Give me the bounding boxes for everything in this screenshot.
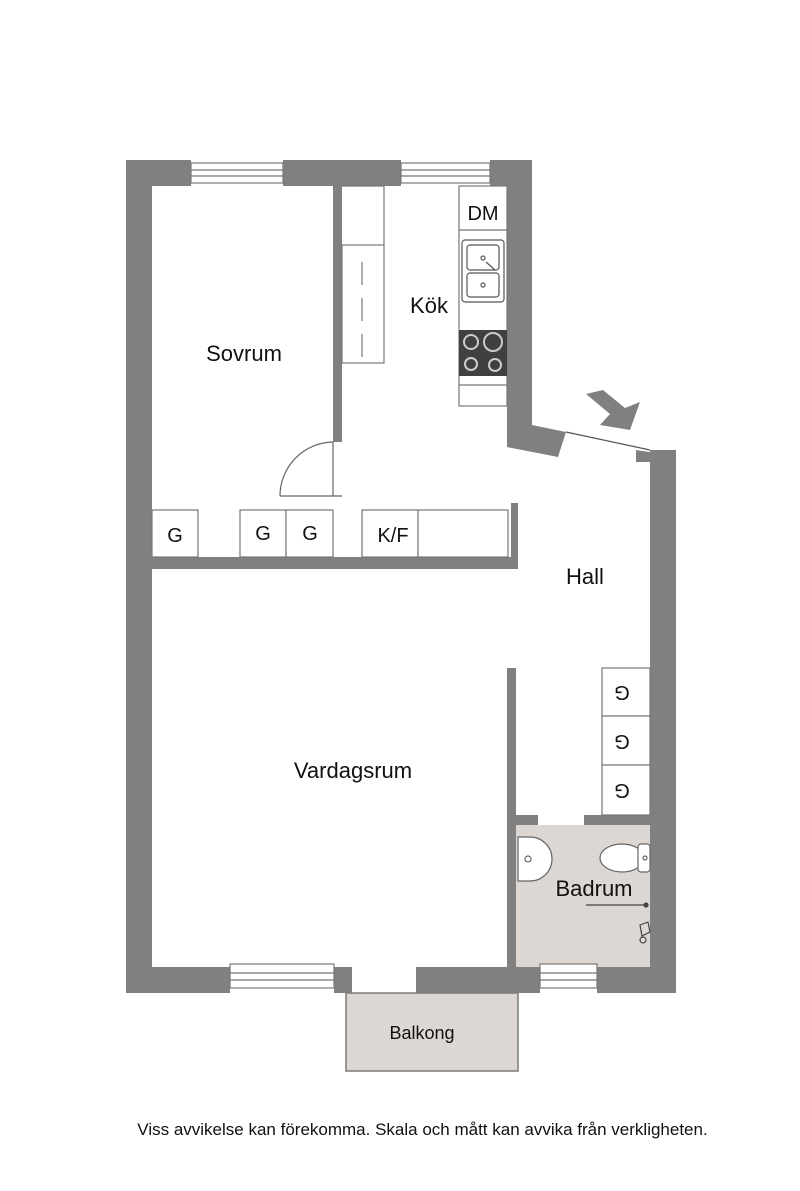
walls: [126, 160, 676, 993]
hall-closets: [601, 667, 651, 816]
window-sovrum: [190, 162, 284, 184]
entrance-arrow-icon: [586, 390, 640, 430]
disclaimer-text: Viss avvikelse kan förekomma. Skala och …: [137, 1120, 708, 1139]
room-label-kok: Kök: [410, 293, 449, 318]
room-label-sovrum: Sovrum: [206, 341, 282, 366]
room-label-balkong: Balkong: [389, 1023, 454, 1043]
wardrobe-label-3: G: [302, 523, 318, 545]
kitchen-counter-right: [458, 185, 508, 407]
hall-closet-label-3: G: [614, 779, 630, 801]
toilet-icon: [599, 843, 651, 873]
sovrum-door: [279, 441, 342, 497]
dishwasher: DM: [467, 203, 498, 225]
hall-closet-label-1: G: [614, 681, 630, 703]
room-label-vardagsrum: Vardagsrum: [294, 758, 412, 783]
room-label-badrum: Badrum: [555, 876, 632, 901]
balcony-floor: [345, 992, 519, 1072]
wardrobe-label-2: G: [255, 523, 271, 545]
dishwasher-label: DM: [467, 203, 498, 225]
kitchen-counter-left: [341, 185, 385, 364]
room-label-hall: Hall: [566, 564, 604, 589]
window-badrum: [539, 963, 598, 989]
windows: [190, 162, 598, 989]
hall-closet-label-2: G: [614, 730, 630, 752]
washbasin-icon: [517, 836, 553, 882]
shower-icon: [586, 902, 651, 944]
window-vardagsrum: [229, 963, 335, 989]
wardrobes: [151, 509, 509, 558]
entrance-door: [565, 431, 651, 451]
sink-icon: [461, 239, 505, 303]
window-kok: [400, 162, 491, 184]
stove-icon: [459, 330, 507, 376]
wardrobe-label-1: G: [167, 525, 183, 547]
fridge-freezer-label: K/F: [377, 525, 408, 547]
